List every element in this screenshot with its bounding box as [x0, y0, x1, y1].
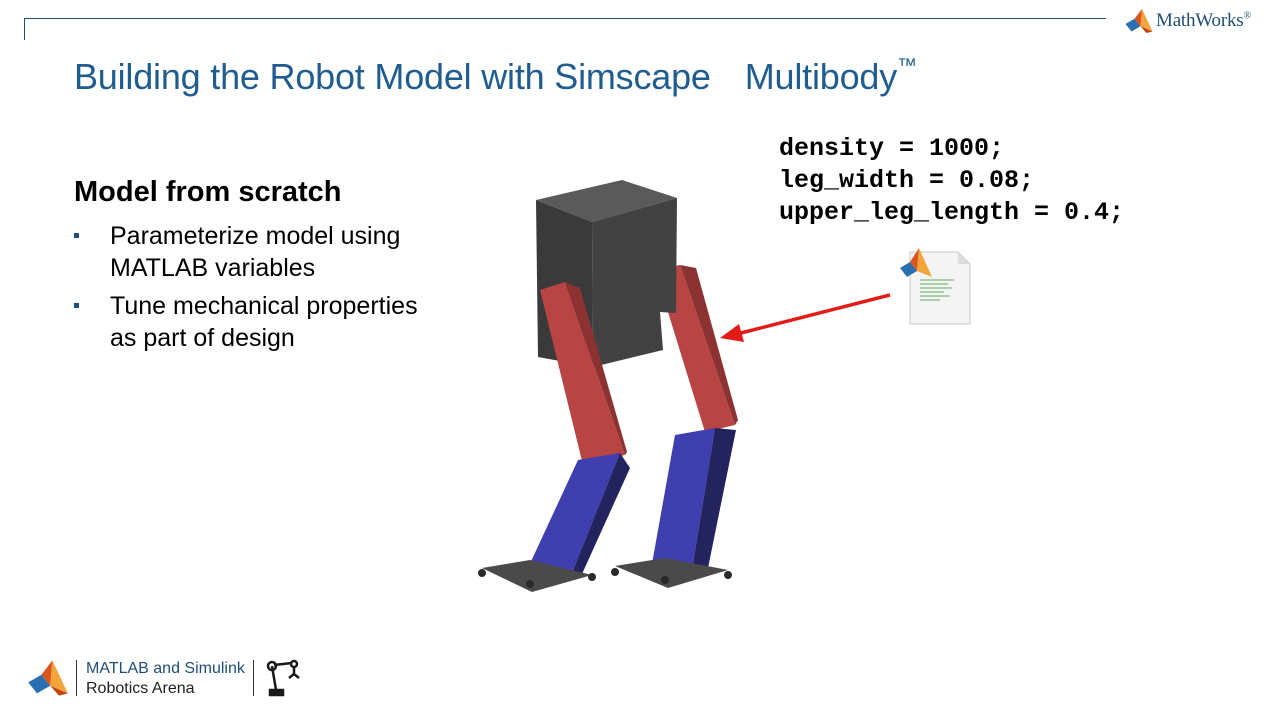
robot-body: [536, 180, 677, 222]
bullet-text-line2: MATLAB variables: [110, 254, 316, 282]
section-heading: Model from scratch: [74, 176, 342, 208]
footer-divider: [76, 660, 77, 696]
mathworks-wordmark: MathWorks®: [1156, 10, 1251, 31]
slide-title: Building the Robot Model with Simscape Mu…: [74, 55, 917, 98]
matlab-file-icon: [900, 248, 971, 325]
mathworks-logo: MathWorks®: [1124, 6, 1251, 36]
code-line: upper_leg_length = 0.4;: [779, 198, 1125, 227]
title-product: Multibody: [744, 56, 898, 97]
bullet-marker: [74, 233, 79, 238]
bullet-item: Tune mechanical properties as part of de…: [74, 290, 474, 354]
left-upper-leg: [540, 282, 625, 465]
footer-title: MATLAB and Simulink: [86, 660, 245, 677]
code-line: density = 1000;: [779, 134, 1005, 163]
code-snippet: density = 1000; leg_width = 0.08; upper_le…: [779, 133, 1124, 229]
left-lower-leg: [528, 453, 620, 578]
bullet-list: Parameterize model using MATLAB variable…: [74, 220, 474, 360]
title-main: Building the Robot Model with Simscape: [74, 56, 711, 97]
footer-subtitle: Robotics Arena: [86, 680, 195, 697]
trademark-symbol: ™: [897, 55, 917, 77]
right-foot: [615, 558, 728, 588]
right-lower-leg: [650, 428, 715, 575]
matlab-logo-icon: [1125, 9, 1153, 33]
robot-model-illustration: [478, 180, 738, 592]
robot-arm-icon: [266, 659, 300, 697]
matlab-logo-icon: [28, 660, 68, 696]
left-foot: [482, 560, 592, 592]
footer-divider: [253, 660, 254, 696]
bullet-text-line1: Parameterize model using: [110, 222, 401, 250]
header-rule: [24, 18, 1106, 19]
red-arrow-icon: [720, 293, 891, 342]
bullet-marker: [74, 303, 79, 308]
header-rule-tick: [24, 18, 25, 40]
bullet-item: Parameterize model using MATLAB variable…: [74, 220, 474, 284]
bullet-text-line2: as part of design: [110, 324, 295, 352]
bullet-text-line1: Tune mechanical properties: [110, 292, 418, 320]
code-line: leg_width = 0.08;: [779, 166, 1035, 195]
